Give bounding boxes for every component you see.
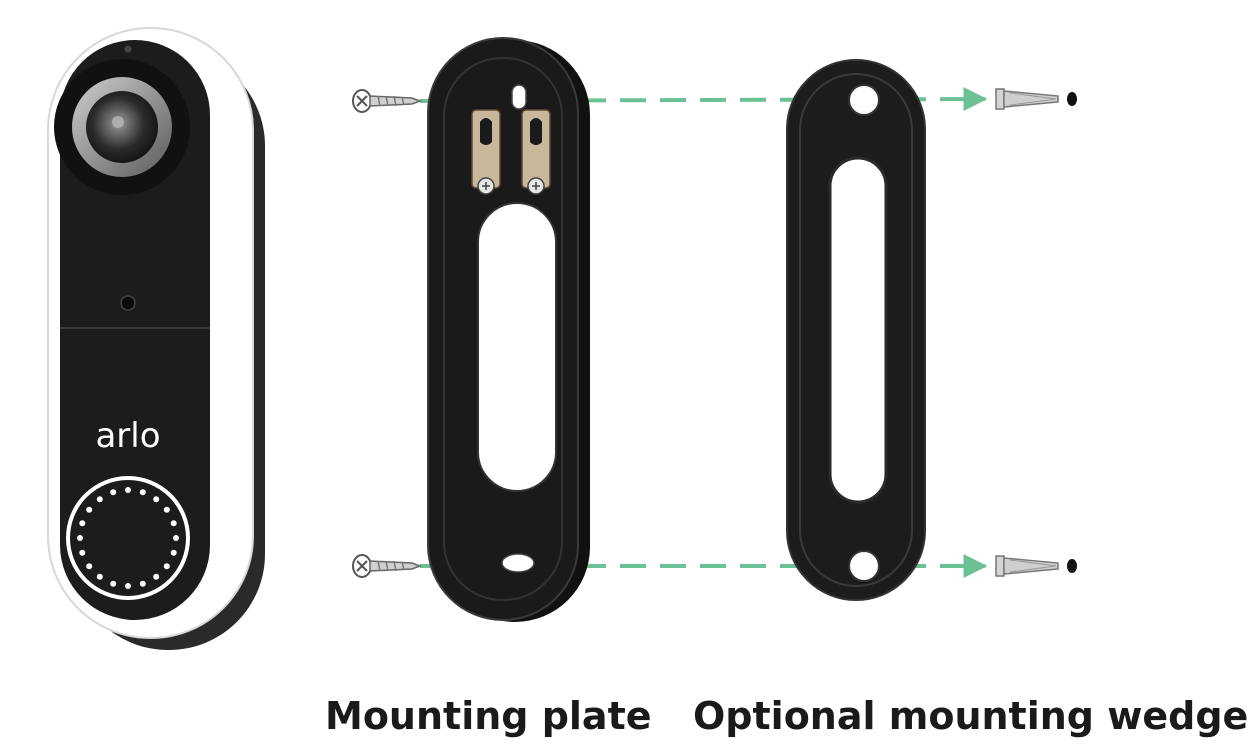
led-dot [139, 489, 146, 496]
led-dot [173, 535, 179, 541]
led-dot [77, 535, 83, 541]
led-dot [139, 580, 146, 587]
led-dot [153, 496, 160, 503]
led-ring-icon [77, 487, 179, 589]
led-dot [170, 520, 177, 527]
led-dot [170, 549, 177, 556]
mounting-wedge-caption: Optional mounting wedge [693, 694, 1247, 738]
led-dot [79, 520, 86, 527]
led-dot [86, 506, 93, 513]
led-dot [110, 489, 117, 496]
led-dot [110, 580, 117, 587]
doorbell-button-icon [66, 476, 190, 600]
led-dot [163, 506, 170, 513]
wall-anchor-icon [995, 88, 1077, 110]
mounting-plate-caption: Mounting plate [325, 694, 652, 738]
led-dot [96, 496, 103, 503]
led-dot [96, 573, 103, 580]
mounting-plate-icon [427, 37, 590, 622]
wall-anchor-icon [995, 555, 1077, 577]
led-dot [125, 583, 131, 589]
mounting-wedge-icon [786, 59, 926, 601]
screw-icon [352, 89, 423, 113]
led-dot [79, 549, 86, 556]
led-dot [125, 487, 131, 493]
screw-icon [352, 554, 423, 578]
led-dot [86, 563, 93, 570]
doorbell-icon: arlo [47, 27, 265, 650]
brand-logo: arlo [95, 416, 160, 456]
terminal-bracket-icon [471, 109, 551, 195]
led-dot [163, 563, 170, 570]
led-dot [153, 573, 160, 580]
camera-lens-icon [54, 59, 190, 195]
